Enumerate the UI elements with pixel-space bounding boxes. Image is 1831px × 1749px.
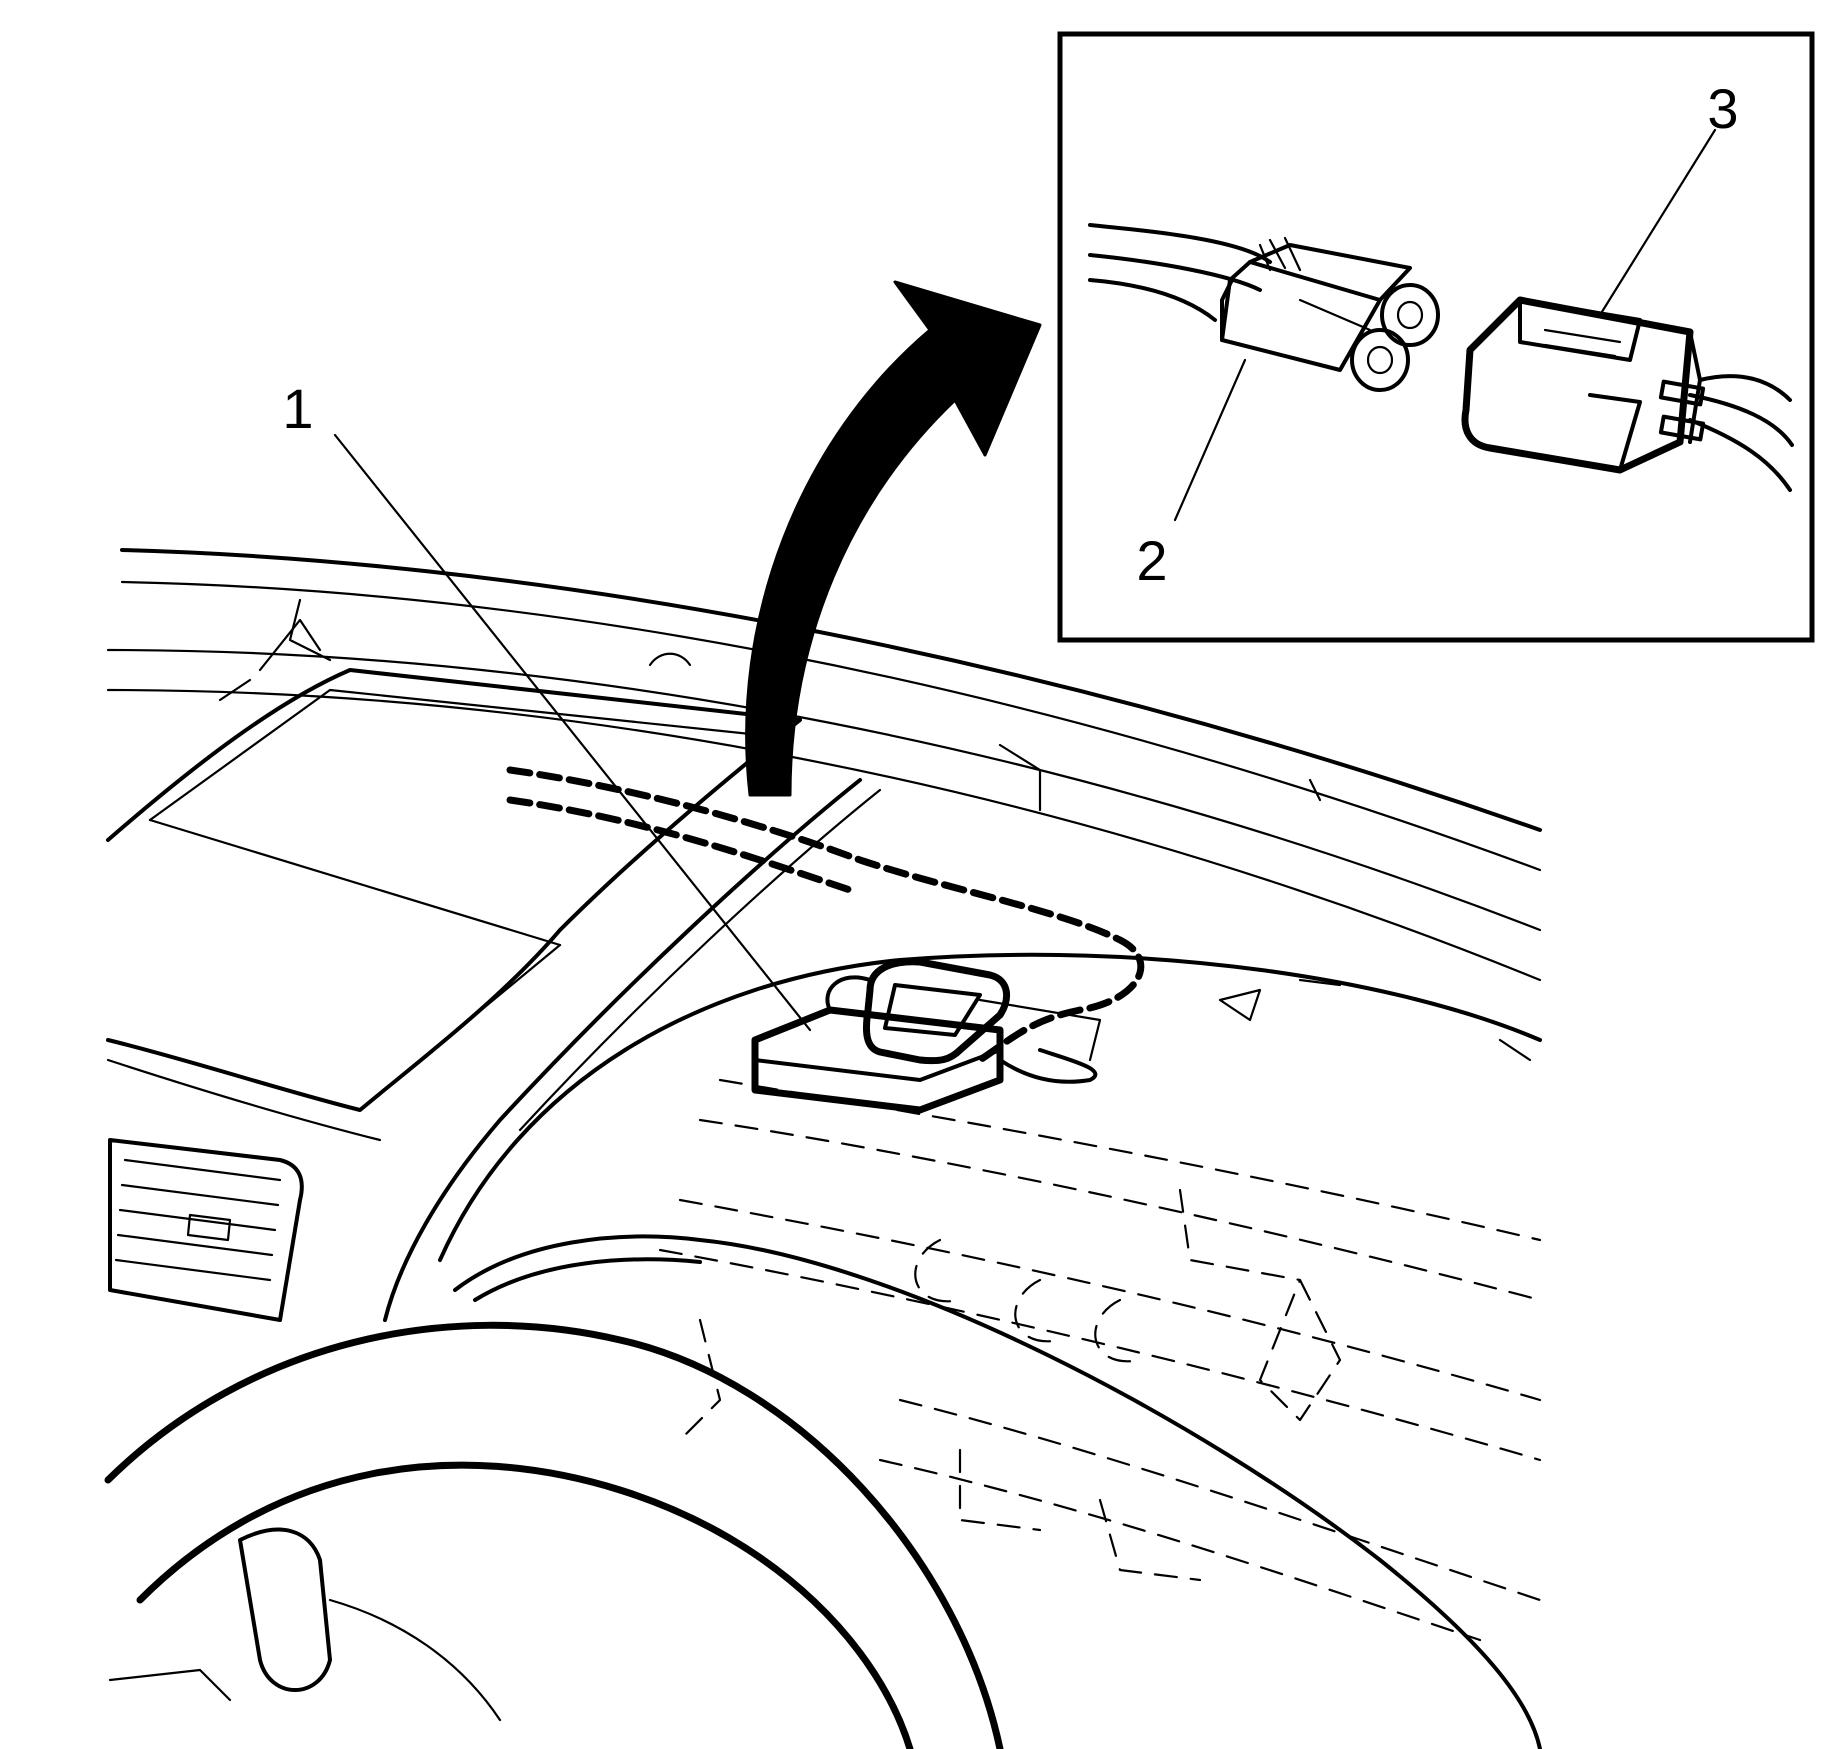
left-panel: [106, 618, 802, 1142]
dash-details: [648, 652, 1532, 1062]
hidden-structure-dashed: [658, 1078, 1542, 1642]
leader-line-1: [333, 433, 812, 1032]
callout-2: 2: [1136, 529, 1167, 592]
steering-wheel: [104, 1321, 1004, 1749]
curved-arrow-icon: [745, 280, 1042, 797]
leader-line-2: [1173, 358, 1247, 522]
inset-detail: [1057, 31, 1815, 643]
connector-2: [1220, 236, 1440, 392]
harness-routing-dashed: [506, 766, 1145, 1064]
sensor-area-outline: [438, 952, 1542, 1749]
callout-3: 3: [1707, 77, 1738, 140]
left-air-vent: [108, 1138, 304, 1322]
leader-line-3: [1598, 128, 1717, 317]
callout-1: 1: [282, 377, 313, 440]
center-seams: [383, 778, 882, 1322]
inset-frame: [1057, 31, 1815, 643]
sunload-sensor-module: [751, 958, 1102, 1114]
